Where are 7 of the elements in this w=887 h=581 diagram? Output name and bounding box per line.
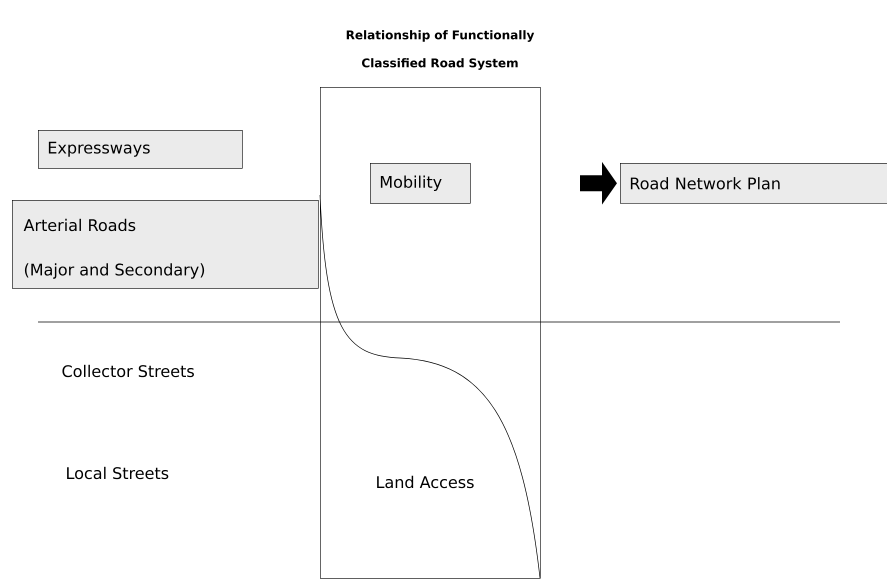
label-box: Arterial Roads (Major and Secondary) xyxy=(12,200,319,289)
label-box: Road Network Plan xyxy=(620,163,887,204)
heading: Relationship of Functionally Classified Road System xyxy=(346,30,534,70)
label-box: Mobility xyxy=(370,163,471,204)
row-label: Collector Streets xyxy=(62,364,194,378)
label-box: Expressways xyxy=(38,130,243,169)
row-label: Local Streets xyxy=(67,466,168,480)
